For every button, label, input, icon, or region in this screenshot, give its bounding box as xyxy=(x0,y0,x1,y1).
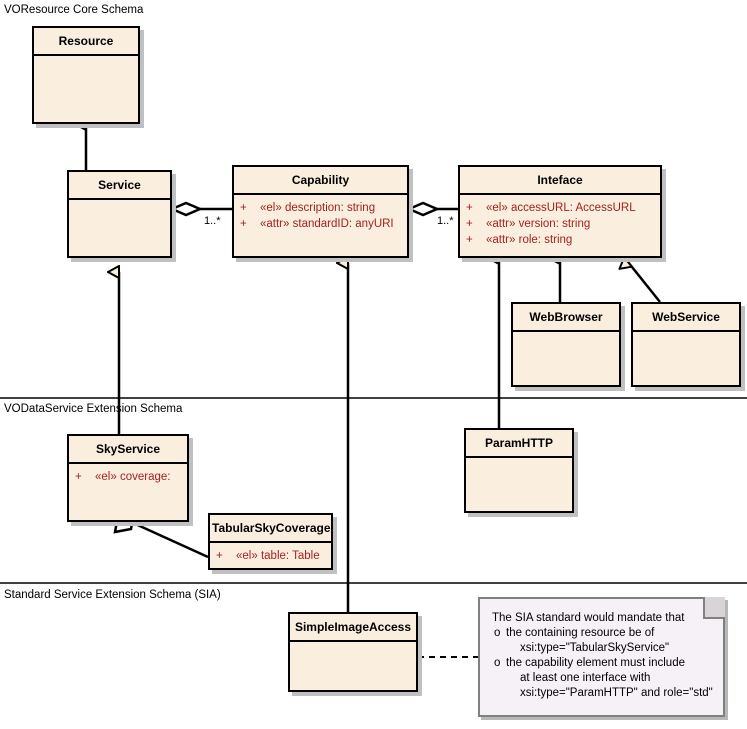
class-attributes-interface: + «el» accessURL: AccessURL + «attr» versi… xyxy=(460,195,660,254)
note-bullet-text: the containing resource be of xyxy=(506,627,655,639)
class-attributes-skyservice: + «el» coverage: xyxy=(69,464,187,491)
attribute-row: + «el» description: string xyxy=(240,200,401,216)
attribute-name: version: xyxy=(518,218,559,230)
attribute-visibility: + xyxy=(240,218,247,230)
class-attributes-resource xyxy=(34,56,138,67)
attribute-stereotype: «attr» xyxy=(486,234,516,246)
multiplicity-capability-interface: 1..* xyxy=(437,215,454,227)
class-name-service: Service xyxy=(98,178,141,192)
class-separator xyxy=(234,193,407,195)
class-name-webservice: WebService xyxy=(652,310,720,324)
note-bullet-continuation: xsi:type="ParamHTTP" and role="std" xyxy=(520,687,713,699)
class-name-simpleimageaccess: SimpleImageAccess xyxy=(294,620,412,634)
attribute-visibility: + xyxy=(466,218,473,230)
attribute-type: AccessURL xyxy=(575,202,636,214)
note-bullet-continuation: at least one interface with xyxy=(520,672,651,684)
class-attributes-simpleimageaccess xyxy=(290,642,416,653)
class-name-interface: Inteface xyxy=(537,173,583,187)
attribute-row: + «attr» standardID: anyURI xyxy=(240,216,401,232)
class-separator xyxy=(69,462,187,464)
attribute-visibility: + xyxy=(240,202,247,214)
attribute-type: anyURI xyxy=(355,218,394,230)
attribute-type: Table xyxy=(292,550,320,562)
aggregation-capability-interface xyxy=(405,201,458,217)
attribute-type: string xyxy=(346,202,376,214)
attribute-stereotype: «el» xyxy=(95,471,117,483)
class-box-interface[interactable]: Inteface + «el» accessURL: AccessURL + «at… xyxy=(458,165,662,258)
class-box-webbrowser[interactable]: WebBrowser xyxy=(511,302,621,387)
schema-label-sia: Standard Service Extension Schema (SIA) xyxy=(4,589,221,601)
attribute-visibility: + xyxy=(466,202,473,214)
class-attributes-tabularskycoverage: + «el» table: Table xyxy=(210,543,331,570)
class-name-skyservice: SkyService xyxy=(95,442,161,456)
attribute-row: + «attr» version: string xyxy=(466,216,654,232)
class-box-simpleimageaccess[interactable]: SimpleImageAccess xyxy=(288,612,418,692)
attribute-type: string xyxy=(562,218,591,230)
attribute-name: accessURL: xyxy=(510,202,573,214)
class-separator xyxy=(513,330,619,332)
attribute-type: string xyxy=(544,234,573,246)
class-box-webservice[interactable]: WebService xyxy=(631,302,741,387)
note-bullet-item: o the containing resource be of xyxy=(492,626,713,641)
class-box-skyservice[interactable]: SkyService + «el» coverage: xyxy=(67,434,189,522)
class-separator xyxy=(466,456,572,458)
note-fold-icon xyxy=(703,597,725,619)
class-separator xyxy=(633,330,739,332)
class-separator xyxy=(34,54,138,56)
class-box-paramhttp[interactable]: ParamHTTP xyxy=(464,428,574,513)
attribute-row: + «el» table: Table xyxy=(216,548,325,564)
class-attributes-paramhttp xyxy=(466,458,572,469)
class-name-capability: Capability xyxy=(291,173,350,187)
attribute-name: role: xyxy=(518,234,541,246)
attribute-name: table: xyxy=(260,550,290,562)
class-name-paramhttp: ParamHTTP xyxy=(484,436,554,450)
note-intro-text: The SIA standard would mandate that xyxy=(492,612,685,624)
class-separator xyxy=(69,198,170,200)
class-separator xyxy=(460,193,660,195)
note-bullet-item: o the capability element must include xyxy=(492,656,713,671)
class-separator xyxy=(290,640,416,642)
generalization-webservice-to-interface xyxy=(628,262,661,303)
class-attributes-webservice xyxy=(633,332,739,343)
class-box-tabularskycoverage[interactable]: TabularSkyCoverage + «el» table: Table xyxy=(208,513,333,570)
class-separator xyxy=(210,541,331,543)
class-name-webbrowser: WebBrowser xyxy=(529,310,603,324)
attribute-row: + «el» accessURL: AccessURL xyxy=(466,200,654,216)
attribute-stereotype: «el» xyxy=(236,550,258,562)
attribute-name: coverage: xyxy=(119,471,171,483)
attribute-visibility: + xyxy=(466,234,473,246)
attribute-stereotype: «el» xyxy=(260,202,282,214)
bullet-marker-icon: o xyxy=(494,627,501,639)
class-box-resource[interactable]: Resource xyxy=(32,26,140,124)
attribute-visibility: + xyxy=(75,471,82,483)
schema-label-core: VOResource Core Schema xyxy=(4,4,144,16)
class-attributes-webbrowser xyxy=(513,332,619,343)
class-box-capability[interactable]: Capability + «el» description: string + «a… xyxy=(232,165,409,258)
note-bullet-text: the capability element must include xyxy=(506,657,685,669)
attribute-visibility: + xyxy=(216,550,223,562)
attribute-stereotype: «el» xyxy=(486,202,508,214)
aggregation-service-capability xyxy=(168,201,232,217)
attribute-name: description: xyxy=(284,202,344,214)
class-attributes-capability: + «el» description: string + «attr» standa… xyxy=(234,195,407,238)
class-name-resource: Resource xyxy=(58,34,114,48)
attribute-stereotype: «attr» xyxy=(260,218,290,230)
class-attributes-service xyxy=(69,200,170,211)
class-name-tabularskycoverage: TabularSkyCoverage xyxy=(212,521,331,535)
attribute-stereotype: «attr» xyxy=(486,218,516,230)
bullet-marker-icon: o xyxy=(494,657,501,669)
schema-label-vodataservice: VODataService Extension Schema xyxy=(4,403,183,415)
multiplicity-service-capability: 1..* xyxy=(204,215,221,227)
class-box-service[interactable]: Service xyxy=(67,170,172,258)
note-bullet-continuation: xsi:type="TabularSkyService" xyxy=(520,642,670,654)
attribute-row: + «attr» role: string xyxy=(466,232,654,248)
attribute-name: standardID: xyxy=(292,218,353,230)
attribute-row: + «el» coverage: xyxy=(75,469,181,485)
